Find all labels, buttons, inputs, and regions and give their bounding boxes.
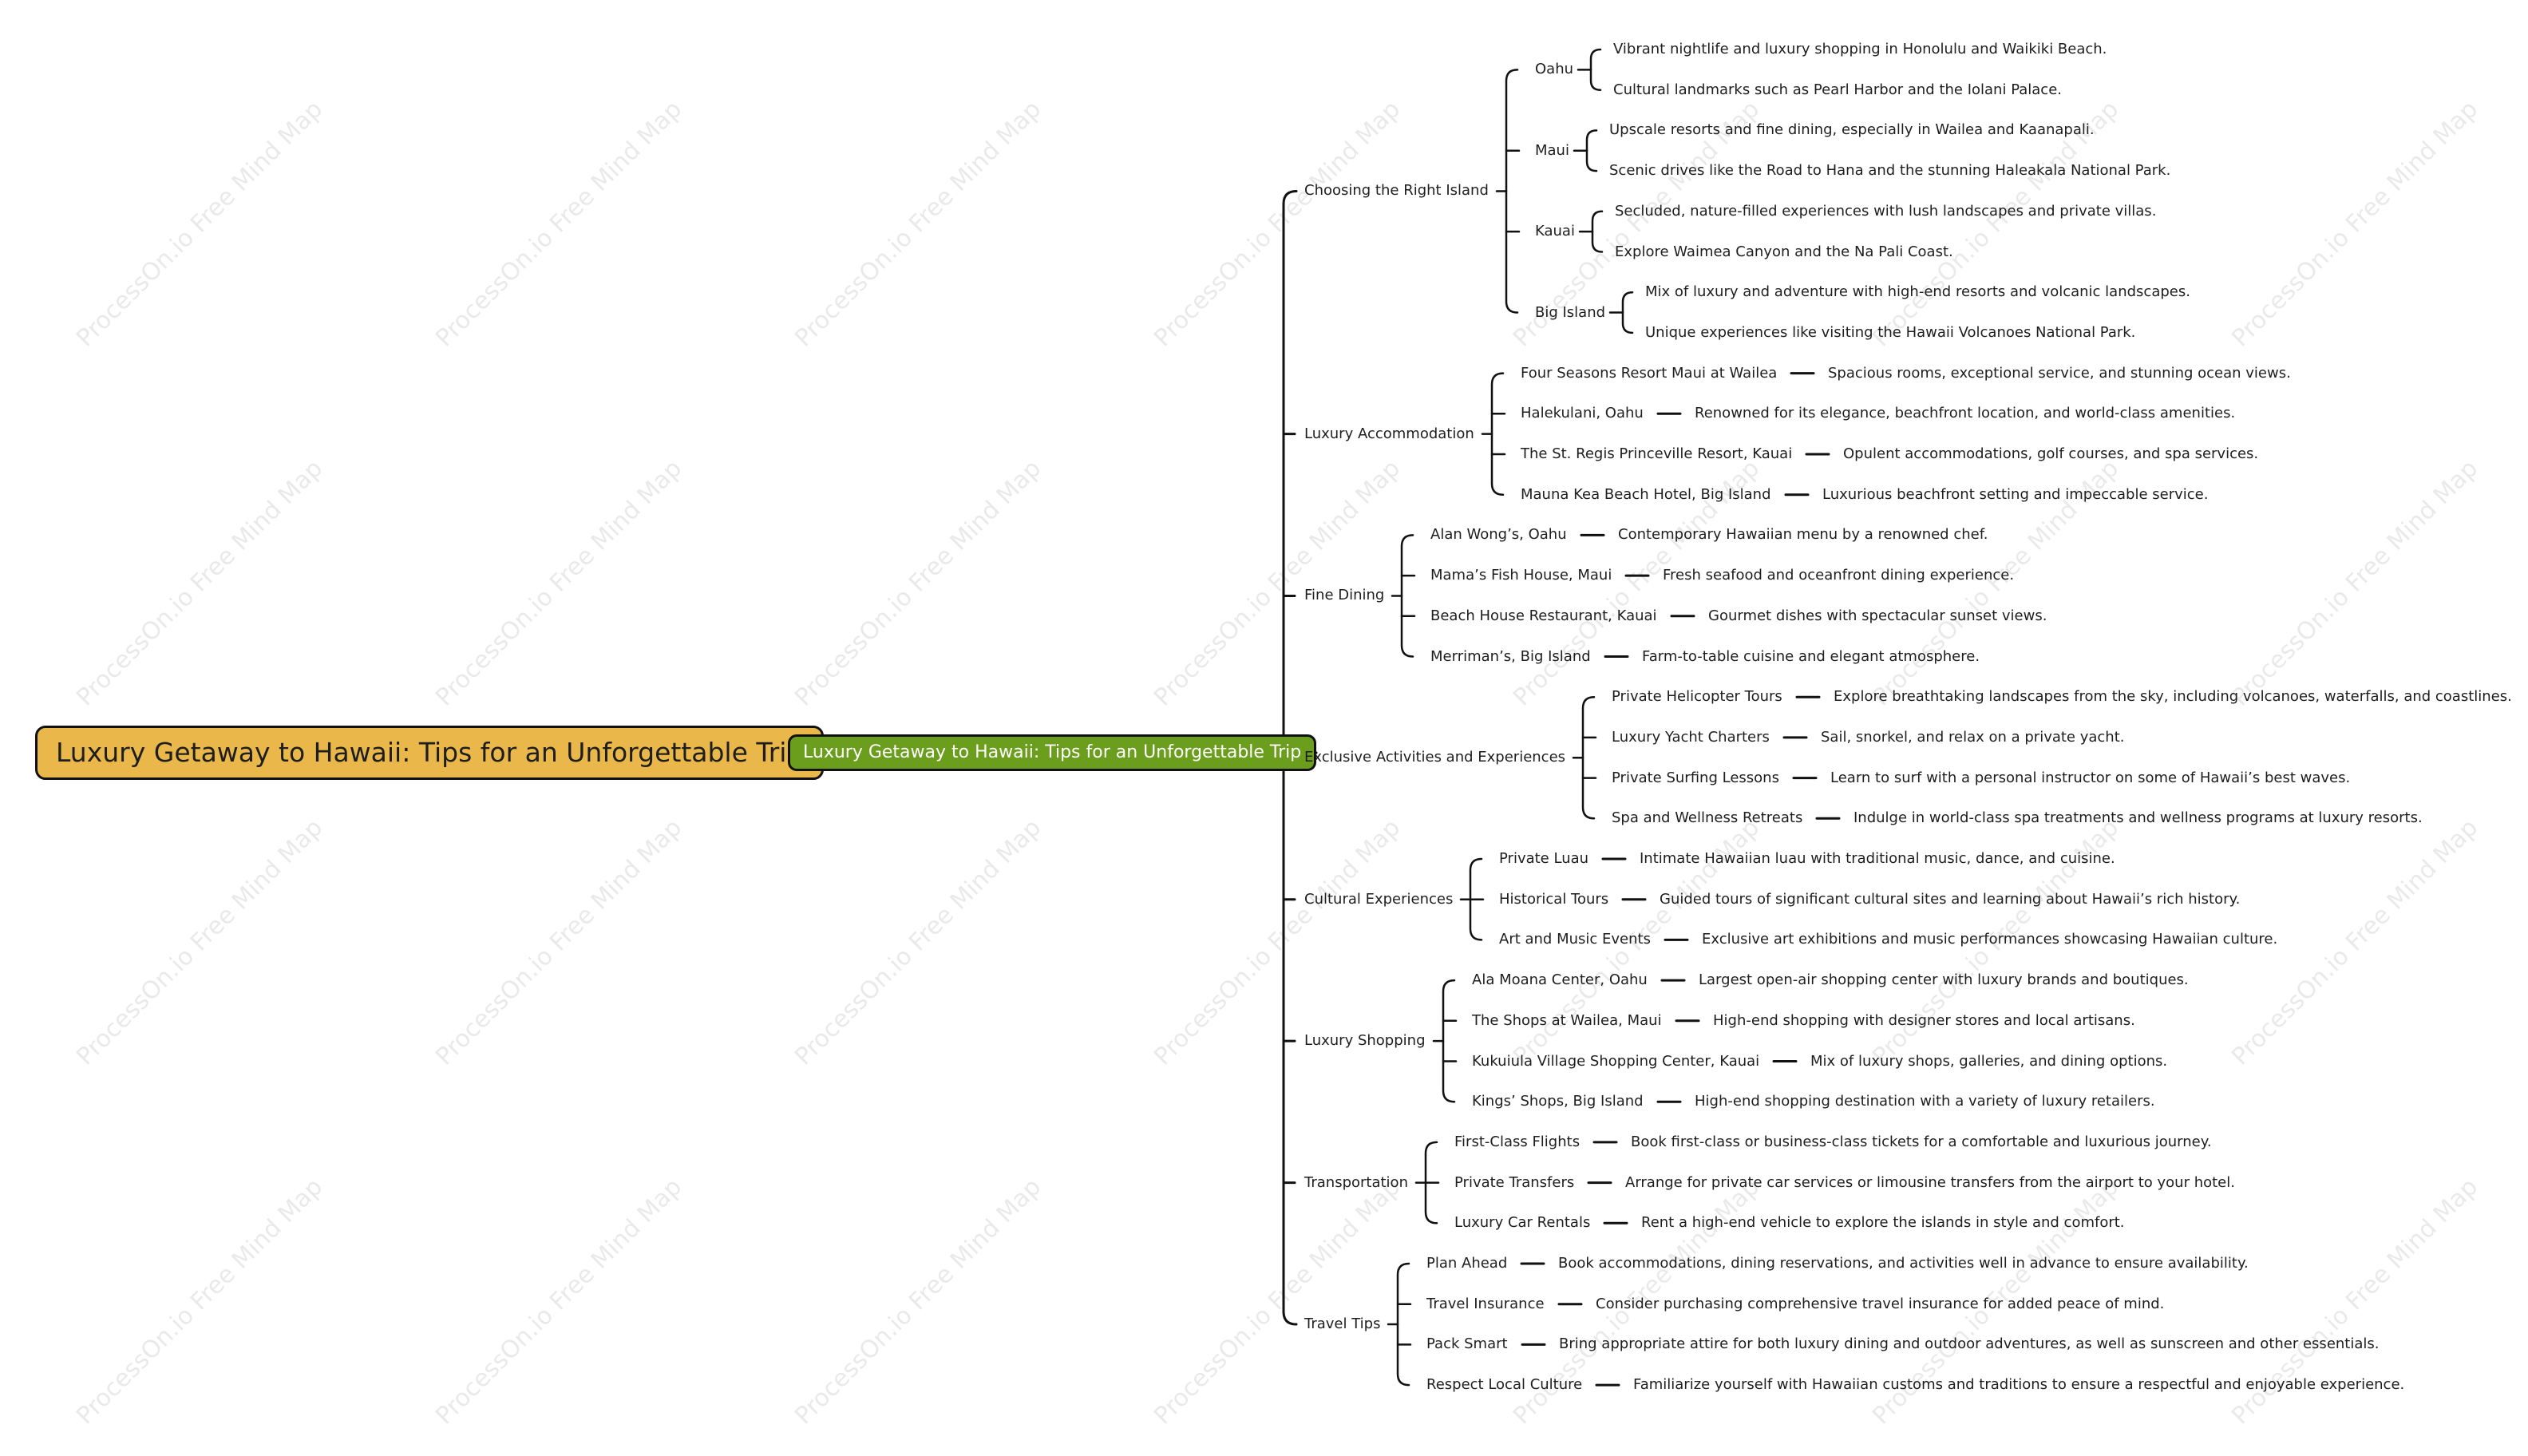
- topic-respect-local-culture[interactable]: Respect Local Culture: [1426, 1376, 1583, 1394]
- detail-plan-ahead[interactable]: Book accommodations, dining reservations…: [1558, 1255, 2249, 1272]
- detail-the-st-regis-princeville-resort-kauai[interactable]: Opulent accommodations, golf courses, an…: [1843, 445, 2259, 462]
- branch-transportation[interactable]: Transportation: [1304, 1173, 1408, 1191]
- detail-big-island-1[interactable]: Mix of luxury and adventure with high-en…: [1645, 283, 2190, 301]
- central-topic[interactable]: Luxury Getaway to Hawaii: Tips for an Un…: [788, 734, 1317, 771]
- topic-private-helicopter-tours[interactable]: Private Helicopter Tours: [1612, 688, 1782, 706]
- branch-fine-dining[interactable]: Fine Dining: [1304, 587, 1385, 604]
- topic-the-shops-at-wailea-maui[interactable]: The Shops at Wailea, Maui: [1472, 1011, 1662, 1029]
- topic-alan-wongs-oahu[interactable]: Alan Wong’s, Oahu: [1430, 526, 1567, 544]
- topic-ala-moana-center-oahu[interactable]: Ala Moana Center, Oahu: [1472, 971, 1648, 989]
- detail-ala-moana-center-oahu[interactable]: Largest open-air shopping center with lu…: [1699, 971, 2189, 989]
- detail-kauai-1[interactable]: Secluded, nature-filled experiences with…: [1615, 202, 2157, 220]
- detail-mauna-kea-beach-hotel-big-island[interactable]: Luxurious beachfront setting and impecca…: [1822, 485, 2209, 503]
- detail-maui-2[interactable]: Scenic drives like the Road to Hana and …: [1609, 162, 2171, 180]
- topic-halekulani-oahu[interactable]: Halekulani, Oahu: [1521, 405, 1644, 422]
- topic-travel-insurance[interactable]: Travel Insurance: [1426, 1295, 1545, 1312]
- branch-exclusive-activities-and-experiences[interactable]: Exclusive Activities and Experiences: [1304, 749, 1566, 766]
- detail-oahu-1[interactable]: Vibrant nightlife and luxury shopping in…: [1613, 41, 2107, 57]
- topic-pack-smart[interactable]: Pack Smart: [1426, 1335, 1508, 1353]
- topic-plan-ahead[interactable]: Plan Ahead: [1426, 1255, 1508, 1272]
- topic-kauai[interactable]: Kauai: [1535, 223, 1575, 240]
- detail-art-and-music-events[interactable]: Exclusive art exhibitions and music perf…: [1702, 931, 2278, 948]
- detail-private-luau[interactable]: Intimate Hawaiian luau with traditional …: [1640, 850, 2115, 867]
- detail-respect-local-culture[interactable]: Familiarize yourself with Hawaiian custo…: [1633, 1376, 2405, 1394]
- topic-private-luau[interactable]: Private Luau: [1499, 850, 1589, 867]
- topic-merrimans-big-island[interactable]: Merriman’s, Big Island: [1430, 647, 1591, 665]
- detail-kings-shops-big-island[interactable]: High-end shopping destination with a var…: [1695, 1093, 2155, 1110]
- root-topic[interactable]: Luxury Getaway to Hawaii: Tips for an Un…: [35, 726, 825, 780]
- topic-first-class-flights[interactable]: First-Class Flights: [1454, 1133, 1580, 1150]
- detail-private-surfing-lessons[interactable]: Learn to surf with a personal instructor…: [1830, 769, 2351, 786]
- detail-private-helicopter-tours[interactable]: Explore breathtaking landscapes from the…: [1834, 688, 2512, 706]
- topic-spa-and-wellness-retreats[interactable]: Spa and Wellness Retreats: [1612, 809, 1803, 827]
- topic-beach-house-restaurant-kauai[interactable]: Beach House Restaurant, Kauai: [1430, 607, 1657, 624]
- branch-choosing-the-right-island[interactable]: Choosing the Right Island: [1304, 182, 1489, 200]
- detail-historical-tours[interactable]: Guided tours of significant cultural sit…: [1660, 890, 2241, 908]
- detail-first-class-flights[interactable]: Book first-class or business-class ticke…: [1631, 1133, 2212, 1150]
- detail-kukuiula-village-shopping-center-kauai[interactable]: Mix of luxury shops, galleries, and dini…: [1810, 1052, 2168, 1070]
- topic-kukuiula-village-shopping-center-kauai[interactable]: Kukuiula Village Shopping Center, Kauai: [1472, 1052, 1760, 1070]
- detail-merrimans-big-island[interactable]: Farm-to-table cuisine and elegant atmosp…: [1642, 647, 1980, 665]
- topic-private-surfing-lessons[interactable]: Private Surfing Lessons: [1612, 769, 1779, 786]
- detail-travel-insurance[interactable]: Consider purchasing comprehensive travel…: [1596, 1295, 2165, 1312]
- topic-mauna-kea-beach-hotel-big-island[interactable]: Mauna Kea Beach Hotel, Big Island: [1521, 485, 1771, 503]
- detail-kauai-2[interactable]: Explore Waimea Canyon and the Na Pali Co…: [1615, 243, 1953, 260]
- branch-luxury-accommodation[interactable]: Luxury Accommodation: [1304, 425, 1474, 442]
- branch-travel-tips[interactable]: Travel Tips: [1304, 1316, 1381, 1333]
- topic-private-transfers[interactable]: Private Transfers: [1454, 1173, 1575, 1191]
- topic-mamas-fish-house-maui[interactable]: Mama’s Fish House, Maui: [1430, 567, 1612, 584]
- topic-luxury-car-rentals[interactable]: Luxury Car Rentals: [1454, 1214, 1591, 1232]
- detail-luxury-yacht-charters[interactable]: Sail, snorkel, and relax on a private ya…: [1821, 728, 2125, 746]
- detail-the-shops-at-wailea-maui[interactable]: High-end shopping with designer stores a…: [1713, 1011, 2135, 1029]
- detail-private-transfers[interactable]: Arrange for private car services or limo…: [1625, 1173, 2235, 1191]
- detail-maui-1[interactable]: Upscale resorts and fine dining, especia…: [1609, 121, 2095, 139]
- topic-four-seasons-resort-maui-at-wailea[interactable]: Four Seasons Resort Maui at Wailea: [1521, 364, 1778, 382]
- detail-mamas-fish-house-maui[interactable]: Fresh seafood and oceanfront dining expe…: [1663, 567, 2015, 584]
- detail-beach-house-restaurant-kauai[interactable]: Gourmet dishes with spectacular sunset v…: [1708, 607, 2047, 624]
- branch-cultural-experiences[interactable]: Cultural Experiences: [1304, 890, 1454, 908]
- topic-historical-tours[interactable]: Historical Tours: [1499, 890, 1609, 908]
- detail-big-island-2[interactable]: Unique experiences like visiting the Haw…: [1645, 323, 2136, 341]
- topic-maui[interactable]: Maui: [1535, 141, 1569, 159]
- detail-four-seasons-resort-maui-at-wailea[interactable]: Spacious rooms, exceptional service, and…: [1828, 364, 2291, 382]
- topic-kings-shops-big-island[interactable]: Kings’ Shops, Big Island: [1472, 1093, 1644, 1110]
- detail-pack-smart[interactable]: Bring appropriate attire for both luxury…: [1559, 1335, 2380, 1353]
- topic-art-and-music-events[interactable]: Art and Music Events: [1499, 931, 1651, 948]
- topic-big-island[interactable]: Big Island: [1535, 303, 1606, 321]
- detail-oahu-2[interactable]: Cultural landmarks such as Pearl Harbor …: [1613, 81, 2062, 98]
- detail-spa-and-wellness-retreats[interactable]: Indulge in world-class spa treatments an…: [1853, 809, 2423, 827]
- detail-halekulani-oahu[interactable]: Renowned for its elegance, beachfront lo…: [1695, 405, 2236, 422]
- detail-luxury-car-rentals[interactable]: Rent a high-end vehicle to explore the i…: [1641, 1214, 2125, 1232]
- topic-the-st-regis-princeville-resort-kauai[interactable]: The St. Regis Princeville Resort, Kauai: [1521, 445, 1793, 462]
- topic-oahu[interactable]: Oahu: [1535, 61, 1574, 78]
- topic-luxury-yacht-charters[interactable]: Luxury Yacht Charters: [1612, 728, 1770, 746]
- detail-alan-wongs-oahu[interactable]: Contemporary Hawaiian menu by a renowned…: [1618, 526, 1988, 544]
- branch-luxury-shopping[interactable]: Luxury Shopping: [1304, 1032, 1426, 1050]
